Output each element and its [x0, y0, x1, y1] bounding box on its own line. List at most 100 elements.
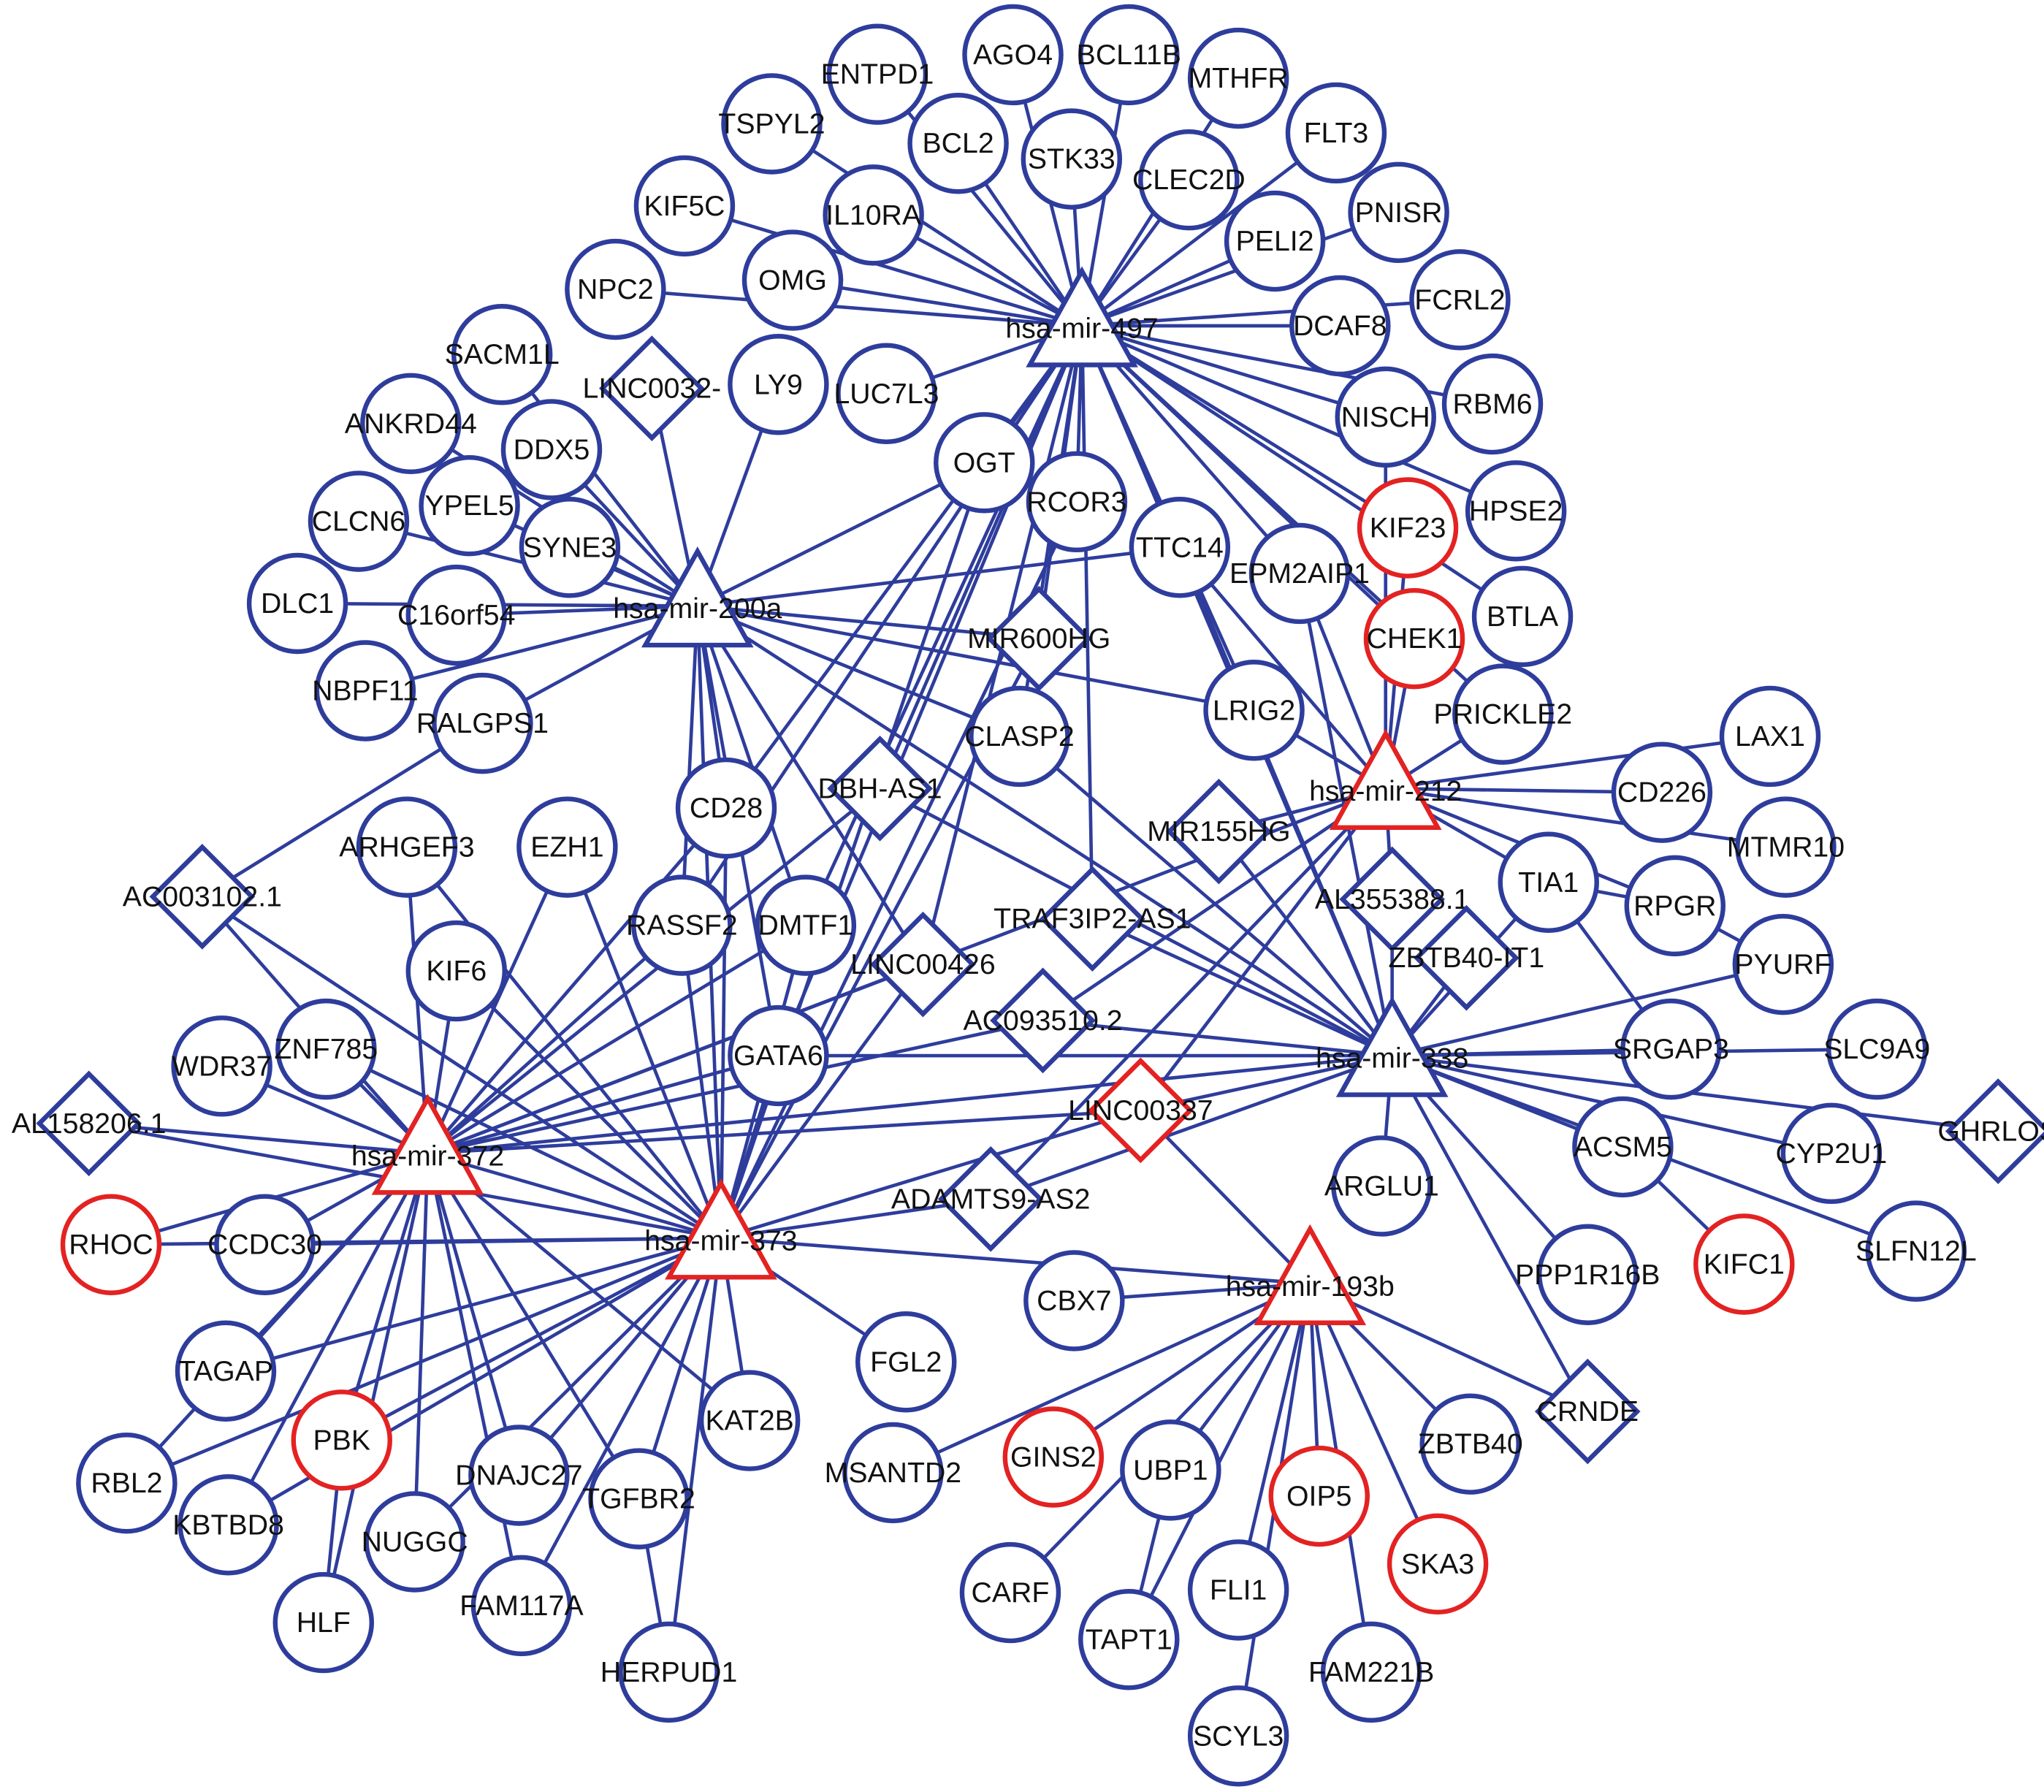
node-lax1[interactable]: LAX1 [1719, 685, 1821, 788]
node-ezh1[interactable]: EZH1 [516, 796, 618, 898]
node-ac003102-1[interactable]: AC003102.1 [123, 844, 282, 950]
node-carf[interactable]: CARF [959, 1541, 1061, 1644]
node-rpgr[interactable]: RPGR [1624, 855, 1726, 957]
node-hsa-mir-497[interactable]: hsa-mir-497 [1005, 266, 1159, 367]
node-dcaf8[interactable]: DCAF8 [1289, 275, 1391, 377]
node-ghrlos[interactable]: GHRLOS [1937, 1078, 2044, 1184]
node-tia1[interactable]: TIA1 [1498, 831, 1599, 933]
node-omg[interactable]: OMG [741, 229, 844, 331]
node-prickle2[interactable]: PRICKLE2 [1433, 663, 1572, 765]
node-fam117a[interactable]: FAM117A [459, 1555, 584, 1657]
node-pbk[interactable]: PBK [291, 1389, 392, 1491]
node-ly9[interactable]: LY9 [728, 334, 829, 435]
node-flt3[interactable]: FLT3 [1285, 82, 1387, 184]
node-ogt[interactable]: OGT [934, 412, 1035, 514]
node-epm2aip1[interactable]: EPM2AIP1 [1229, 522, 1370, 625]
node-pyurf[interactable]: PYURF [1732, 913, 1834, 1015]
node-srgap3[interactable]: SRGAP3 [1613, 998, 1729, 1100]
node-acsm5[interactable]: ACSM5 [1572, 1096, 1674, 1198]
node-cd28[interactable]: CD28 [675, 757, 777, 859]
node-mtmr10[interactable]: MTMR10 [1727, 796, 1845, 898]
node-hsa-mir-338[interactable]: hsa-mir-338 [1316, 996, 1468, 1097]
node-hpse2[interactable]: HPSE2 [1465, 460, 1567, 562]
node-cyp2u1[interactable]: CYP2U1 [1776, 1102, 1888, 1205]
node-btla[interactable]: BTLA [1471, 565, 1574, 668]
node-npc2[interactable]: NPC2 [565, 238, 666, 340]
node-linc0032[interactable]: LINC0032- [582, 335, 721, 441]
node-al158206-1[interactable]: AL158206.1 [12, 1070, 167, 1177]
node-hsa-mir-372[interactable]: hsa-mir-372 [351, 1094, 504, 1195]
node-rassf2[interactable]: RASSF2 [626, 874, 738, 976]
node-nisch[interactable]: NISCH [1335, 366, 1436, 468]
node-mir155hg[interactable]: MIR155HG [1147, 778, 1291, 885]
node-stk33[interactable]: STK33 [1021, 108, 1123, 210]
node-sacm1l[interactable]: SACM1L [445, 304, 560, 405]
node-znf785[interactable]: ZNF785 [274, 998, 378, 1100]
node-gins2[interactable]: GINS2 [1002, 1406, 1105, 1508]
node-rbm6[interactable]: RBM6 [1441, 353, 1544, 455]
node-herpud1[interactable]: HERPUD1 [600, 1621, 738, 1723]
node-ypel5[interactable]: YPEL5 [419, 454, 520, 557]
node-mir600hg[interactable]: MIR600HG [967, 585, 1110, 692]
node-zbtb40-it1[interactable]: ZBTB40-IT1 [1389, 904, 1545, 1011]
node-clasp2[interactable]: CLASP2 [964, 685, 1075, 788]
node-rbl2[interactable]: RBL2 [76, 1432, 178, 1534]
node-cbx7[interactable]: CBX7 [1023, 1250, 1125, 1351]
node-syne3[interactable]: SYNE3 [519, 497, 621, 598]
node-hsa-mir-373[interactable]: hsa-mir-373 [644, 1178, 798, 1280]
node-cd226[interactable]: CD226 [1611, 741, 1713, 843]
node-arhgef3[interactable]: ARHGEF3 [339, 796, 475, 898]
node-linc00426[interactable]: LINC00426 [850, 911, 996, 1018]
node-gata6[interactable]: GATA6 [728, 1004, 829, 1107]
node-il10ra[interactable]: IL10RA [823, 164, 924, 266]
node-ttc14[interactable]: TTC14 [1129, 497, 1231, 598]
node-kat2b[interactable]: KAT2B [698, 1370, 801, 1471]
node-scyl3[interactable]: SCYL3 [1187, 1685, 1289, 1787]
node-wdr37[interactable]: WDR37 [171, 1015, 272, 1117]
node-zbtb40[interactable]: ZBTB40 [1418, 1393, 1523, 1495]
node-slfn12l[interactable]: SLFN12L [1856, 1200, 1977, 1302]
node-ccdc30[interactable]: CCDC30 [207, 1194, 322, 1295]
node-clec2d[interactable]: CLEC2D [1132, 129, 1246, 231]
node-crnde[interactable]: CRNDE [1534, 1358, 1641, 1465]
node-tapt1[interactable]: TAPT1 [1078, 1589, 1180, 1690]
node-linc00337[interactable]: LINC00337 [1068, 1057, 1213, 1164]
node-ska3[interactable]: SKA3 [1387, 1513, 1489, 1615]
node-fcrl2[interactable]: FCRL2 [1409, 249, 1511, 351]
node-hsa-mir-212[interactable]: hsa-mir-212 [1309, 728, 1462, 831]
node-kif5c[interactable]: KIF5C [633, 155, 736, 257]
node-dmtf1[interactable]: DMTF1 [755, 874, 857, 976]
node-kifc1[interactable]: KIFC1 [1693, 1213, 1795, 1315]
node-ago4[interactable]: AGO4 [962, 4, 1064, 106]
node-clcn6[interactable]: CLCN6 [308, 470, 410, 572]
node-tagap[interactable]: TAGAP [175, 1320, 277, 1422]
node-msantd2[interactable]: MSANTD2 [825, 1422, 961, 1524]
node-ubp1[interactable]: UBP1 [1120, 1419, 1221, 1521]
node-luc7l3[interactable]: LUC7L3 [834, 343, 939, 444]
node-ankrd44[interactable]: ANKRD44 [345, 373, 477, 475]
node-peli2[interactable]: PELI2 [1224, 190, 1326, 292]
node-bcl11b[interactable]: BCL11B [1077, 4, 1181, 106]
node-hsa-mir-193b[interactable]: hsa-mir-193b [1226, 1224, 1395, 1325]
node-chek1[interactable]: CHEK1 [1363, 587, 1465, 690]
node-ppp1r16b[interactable]: PPP1R16B [1515, 1224, 1660, 1325]
node-mthfr[interactable]: MTHFR [1187, 27, 1289, 129]
node-tgfbr2[interactable]: TGFBR2 [582, 1448, 695, 1549]
node-rhoc[interactable]: RHOC [60, 1194, 162, 1295]
node-nbpf11[interactable]: NBPF11 [312, 640, 419, 741]
node-entpd1[interactable]: ENTPD1 [821, 23, 934, 125]
node-fam221b[interactable]: FAM221B [1308, 1621, 1434, 1723]
node-kif23[interactable]: KIF23 [1357, 477, 1459, 579]
node-ddx5[interactable]: DDX5 [500, 399, 603, 500]
node-arglu1[interactable]: ARGLU1 [1324, 1135, 1439, 1237]
node-lrig2[interactable]: LRIG2 [1203, 660, 1305, 761]
node-ralgps1[interactable]: RALGPS1 [416, 672, 549, 774]
node-adamts9-as2[interactable]: ADAMTS9-AS2 [891, 1145, 1091, 1252]
node-rcor3[interactable]: RCOR3 [1026, 451, 1128, 553]
node-fli1[interactable]: FLI1 [1187, 1539, 1289, 1641]
node-slc9a9[interactable]: SLC9A9 [1823, 998, 1930, 1100]
node-kif6[interactable]: KIF6 [405, 920, 507, 1022]
node-c16orf54[interactable]: C16orf54 [397, 564, 515, 666]
node-pnisr[interactable]: PNISR [1348, 161, 1449, 264]
node-tspyl2[interactable]: TSPYL2 [718, 73, 825, 175]
